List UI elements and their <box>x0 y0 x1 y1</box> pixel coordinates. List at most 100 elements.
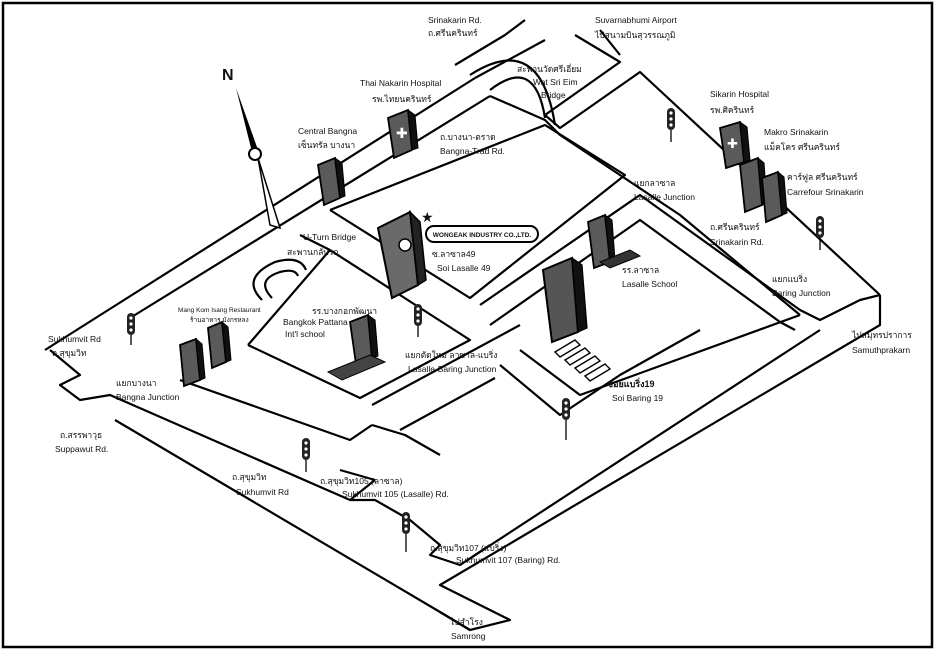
makro-en: Makro Srinakarin <box>764 127 829 137</box>
compass-hub <box>248 147 262 161</box>
carrefour-th: คาร์ฟูล ศรีนครินทร์ <box>787 172 858 183</box>
lasalle-school-building <box>587 213 642 270</box>
mang-kom-en: Mang Kom Isang Restaurant <box>178 307 261 314</box>
wat-sri-eim-en2: Bridge <box>541 90 566 100</box>
suppawut-en: Suppawut Rd. <box>55 444 108 454</box>
baring-junction-th: แยกแบริ่ง <box>772 273 807 284</box>
srinakarin-rd-top-th: ถ.ศรีนครินทร์ <box>428 28 478 38</box>
sukhumvit-107-en: Sukhumvit 107 (Baring) Rd. <box>456 555 560 565</box>
company-name: WONGEAK INDUSTRY CO.,LTD. <box>433 232 532 239</box>
u-turn-th: สะพานกลับรถ <box>287 247 338 257</box>
traffic-light-icon <box>402 512 410 552</box>
road-network <box>44 19 882 632</box>
wongeak-building: ★ <box>376 209 434 300</box>
road-link-1 <box>299 234 331 251</box>
soi-baring-19-edge-2 <box>519 313 801 397</box>
sukhumvit-107-th: ถ.สุขุมวิท107 (แบริ่ง) <box>430 542 506 554</box>
compass: N <box>222 67 282 230</box>
srinakarin-road-top-left-2 <box>474 39 546 79</box>
mang-kom-restaurant-building <box>179 320 232 388</box>
wat-sri-eim-bridge-outer <box>469 59 557 126</box>
lasalle-junction-en: Lasalle Junction <box>634 192 695 202</box>
bangkok-pattana-en2: Int'l school <box>285 329 325 339</box>
srinakarin-road-top-left <box>454 19 526 66</box>
thai-nakarin-hospital-building: ✚ <box>387 108 419 160</box>
suppawut-th: ถ.สรรพาวุธ <box>60 430 102 441</box>
sikarin-hospital-building: ✚ <box>718 120 751 170</box>
bangkok-pattana-en: Bangkok Pattana <box>283 317 348 327</box>
thai-nakarin-th: รพ.ไทยนครินทร์ <box>372 94 432 104</box>
bangna-trad-road-lower-edge <box>129 95 491 319</box>
sukhumvit-105-link-2 <box>371 423 441 456</box>
u-turn-en: U-Turn Bridge <box>303 232 356 242</box>
carrefour-en: Carrefour Srinakarin <box>787 187 864 197</box>
suvarnabhumi-th: ไปสนามบินสุวรรณภูมิ <box>594 30 675 41</box>
bangna-junction-en: Bangna Junction <box>116 392 180 402</box>
bangna-trad-th: ถ.บางนา-ตราด <box>440 132 496 142</box>
soi-lasalle-49-en: Soi Lasalle 49 <box>437 263 491 273</box>
traffic-light-icon <box>562 398 570 440</box>
srinakarin-rd-right-th: ถ.ศรีนครินทร์ <box>710 222 760 232</box>
sukhumvit-rd-left-th: ถ.สุขุมวิท <box>52 348 87 359</box>
wat-sri-eim-en: Wat Sri Eim <box>533 77 578 87</box>
bangna-junction-th: แยกบางนา <box>116 378 157 388</box>
airport-road <box>599 29 621 56</box>
traffic-light-icon <box>667 108 675 142</box>
compass-needle-south <box>257 157 282 230</box>
star-icon: ★ <box>421 209 434 225</box>
hospital-cross-icon: ✚ <box>396 125 408 141</box>
lasalle-school-th: รร.ลาซาล <box>622 265 659 275</box>
soi-lasalle-49-th: ซ.ลาซาล49 <box>432 249 476 259</box>
soi-baring-19-th: ซอยแบริ่ง19 <box>607 377 655 389</box>
srinakarin-rd-right-en: Srinakarin Rd. <box>710 237 764 247</box>
bangkok-pattana-building <box>326 313 387 381</box>
lasalle-school-en: Lasalle School <box>622 279 677 289</box>
hospital-cross-icon-2: ✚ <box>727 136 738 151</box>
lasalle-baring-road-upper <box>371 324 521 406</box>
thai-nakarin-en: Thai Nakarin Hospital <box>360 78 441 88</box>
bangkok-pattana-th: รร.บางกอกพัฒนา <box>312 306 377 316</box>
samrong-th: ไปสำโรง <box>449 617 483 627</box>
lasalle-baring-junction-th: แยกตัดใหม่ ลาซาล-แบริ่ง <box>405 349 498 360</box>
city-block-pattana <box>247 248 472 400</box>
sukhumvit-107-inner <box>459 329 821 566</box>
carrefour-building <box>761 170 788 224</box>
srinakarin-road-right-outer <box>543 34 881 296</box>
u-turn-bridge-inner <box>264 269 300 299</box>
sukhumvit-road-inner <box>179 378 373 442</box>
compass-north-letter: N <box>222 67 234 84</box>
central-bangna-en: Central Bangna <box>298 126 357 136</box>
lasalle-baring-road-lower <box>399 377 496 431</box>
sukhumvit-105-th: ถ.สุขุมวิท105 (ลาซาล) <box>320 476 403 487</box>
traffic-lights <box>127 108 824 552</box>
central-bangna-th: เซ็นทรัล บางนา <box>298 139 355 150</box>
samuthprakarn-th: ไปสมุทรปราการ <box>851 330 912 341</box>
srinakarin-rd-top-en: Srinakarin Rd. <box>428 15 482 25</box>
sukhumvit-rd-left-en: Sukhumvit Rd <box>48 334 101 344</box>
company-banner: WONGEAK INDUSTRY CO.,LTD. <box>425 225 539 243</box>
samuthprakarn-en: Samuthprakarn <box>852 345 910 355</box>
sukhumvit-105-link <box>339 468 376 482</box>
samrong-en: Samrong <box>451 631 486 641</box>
lasalle-road-north-edge <box>479 193 881 322</box>
soi-baring-19-edge-1 <box>499 329 701 417</box>
traffic-light-icon <box>127 313 135 345</box>
sukhumvit-rd-bottom-th: ถ.สุขุมวิท <box>232 472 267 483</box>
wat-sri-eim-bridge-inner <box>489 76 547 119</box>
makro-th: แม็คโคร ศรีนครินทร์ <box>764 141 840 152</box>
traffic-light-icon <box>302 438 310 472</box>
wat-sri-eim-th: สะพานวัดศรีเอี่ยม <box>517 63 582 74</box>
sukhumvit-107-road <box>438 295 882 632</box>
lasalle-junction-th: แยกลาซาล <box>634 178 675 188</box>
lasalle-baring-junction-en: Lasalle-Baring Junction <box>408 364 497 374</box>
soi-baring-19-en: Soi Baring 19 <box>612 393 663 403</box>
compass-needle-north <box>236 88 258 152</box>
sukhumvit-rd-bottom-en: Sukhumvit Rd <box>236 487 289 497</box>
sukhumvit-105-en: Sukhumvit 105 (Lasalle) Rd. <box>342 489 449 499</box>
sikarin-en: Sikarin Hospital <box>710 89 769 99</box>
bangna-trad-en: Bangna-Trad Rd. <box>440 146 505 156</box>
suvarnabhumi-en: Suvarnabhumi Airport <box>595 15 677 25</box>
